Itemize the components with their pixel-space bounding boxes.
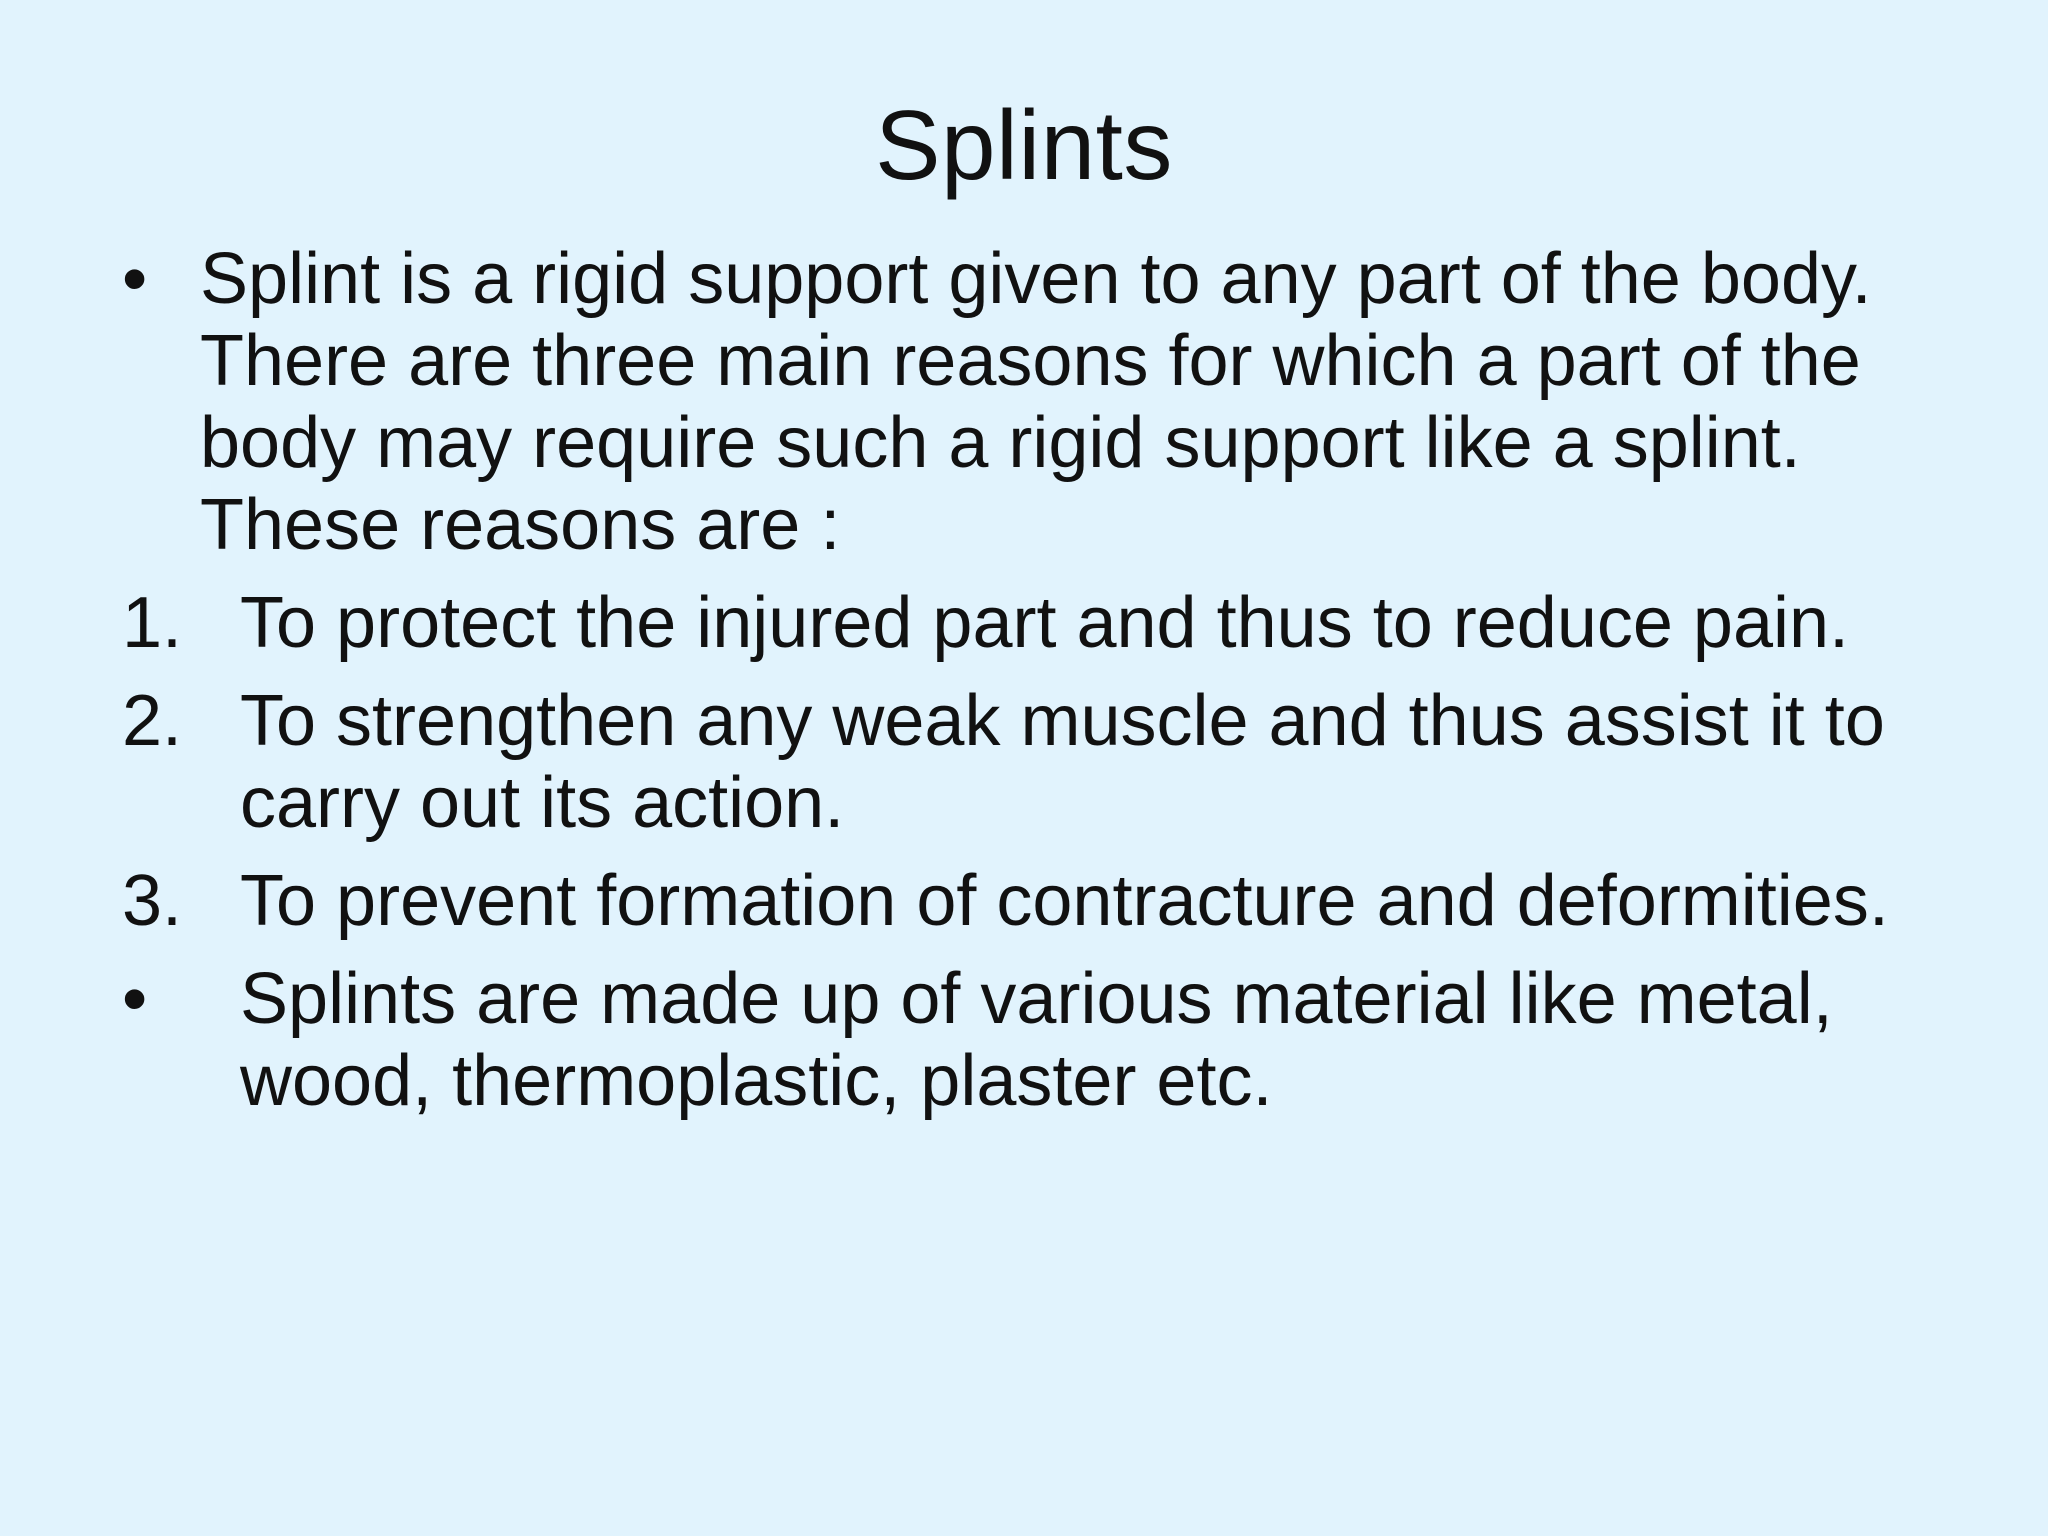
numbered-item-2: 2. To strengthen any weak muscle and thu… [122, 680, 1942, 844]
bullet-text: Splints are made up of various material … [240, 959, 1833, 1121]
bullet-marker: • [122, 959, 148, 1039]
numbered-text: To prevent formation of contracture and … [240, 861, 1889, 941]
bullet-text: Splint is a rigid support given to any p… [200, 239, 1872, 565]
slide-content: • Splint is a rigid support given to any… [122, 238, 1942, 1138]
numbered-item-1: 1. To protect the injured part and thus … [122, 582, 1942, 664]
numbered-text: To strengthen any weak muscle and thus a… [240, 681, 1885, 843]
bullet-item-materials: • Splints are made up of various materia… [122, 958, 1942, 1122]
numbered-text: To protect the injured part and thus to … [240, 583, 1850, 663]
number-marker: 1. [122, 583, 183, 663]
numbered-item-3: 3. To prevent formation of contracture a… [122, 860, 1942, 942]
number-marker: 2. [122, 681, 183, 761]
number-marker: 3. [122, 861, 183, 941]
slide-title: Splints [875, 90, 1173, 200]
bullet-marker: • [122, 239, 148, 319]
bullet-item-intro: • Splint is a rigid support given to any… [122, 238, 1942, 566]
